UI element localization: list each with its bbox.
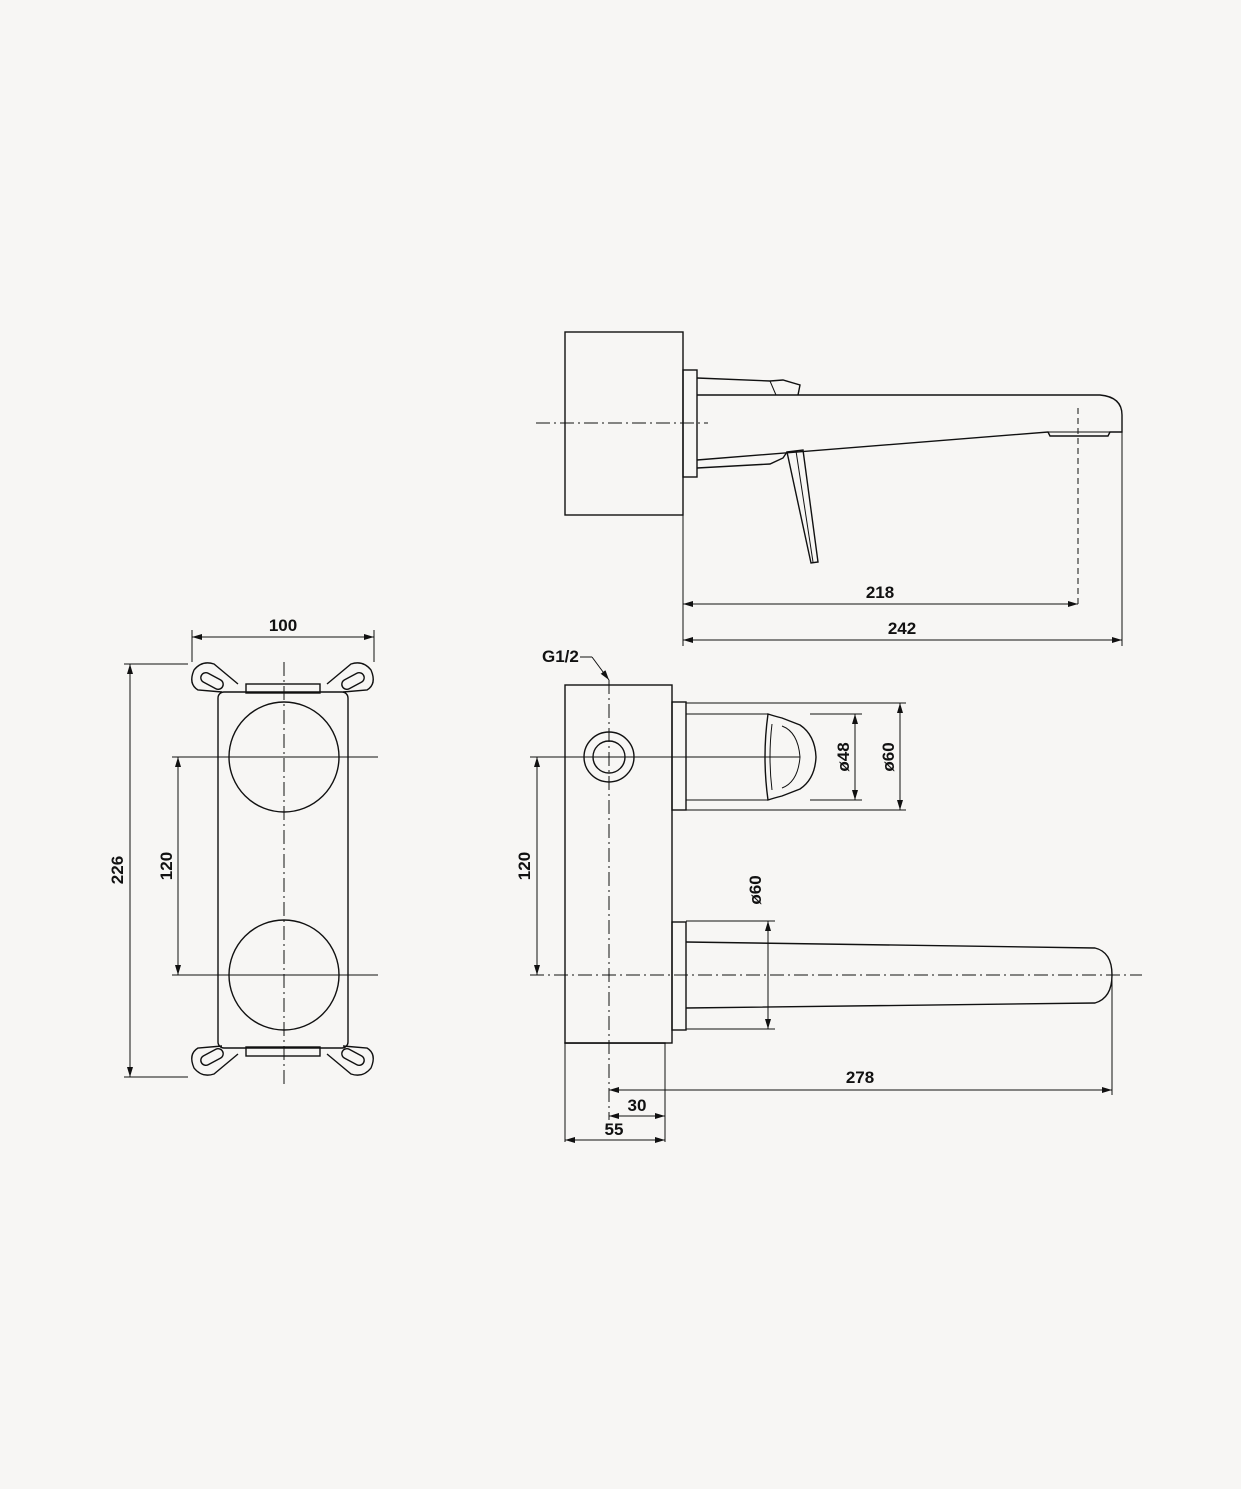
- dim-spout-diameter: ø60: [746, 875, 765, 904]
- dim-top-total-reach: 242: [888, 619, 916, 638]
- top-handle-base: [696, 377, 801, 396]
- handle-flange: [671, 701, 687, 811]
- dim-spout-length: 278: [846, 1068, 874, 1087]
- dim-handle-inner: ø48: [834, 742, 853, 771]
- dim-side-spacing: 120: [515, 852, 534, 880]
- mounting-ear-bottom-left: [191, 1045, 239, 1076]
- mounting-ear-top-left: [191, 662, 239, 693]
- dim-front-width: 100: [269, 616, 297, 635]
- handle-knob: [764, 713, 817, 801]
- mounting-ear-bottom-right: [326, 1045, 374, 1076]
- dim-front-height: 226: [108, 856, 127, 884]
- side-body: [564, 684, 673, 1044]
- front-view: 100 226 120: [108, 616, 378, 1085]
- thread-label: G1/2: [542, 647, 579, 666]
- dim-front-spacing: 120: [157, 852, 176, 880]
- side-view: G1/2 ø48 ø60 ø60 120: [515, 647, 1142, 1143]
- bottom-tab: [245, 1046, 321, 1057]
- mounting-ear-top-right: [326, 662, 374, 693]
- spout-flange: [671, 921, 687, 1031]
- top-tab: [245, 683, 321, 694]
- top-handle-lower: [696, 451, 788, 469]
- dim-center-offset: 30: [628, 1096, 647, 1115]
- dim-handle-outer: ø60: [879, 742, 898, 771]
- dim-body-depth: 55: [605, 1120, 624, 1139]
- front-body: [217, 691, 349, 1049]
- top-spout: [696, 394, 1123, 461]
- dim-top-spout-reach: 218: [866, 583, 894, 602]
- top-lever: [786, 449, 819, 564]
- top-view: 218 242: [536, 331, 1123, 646]
